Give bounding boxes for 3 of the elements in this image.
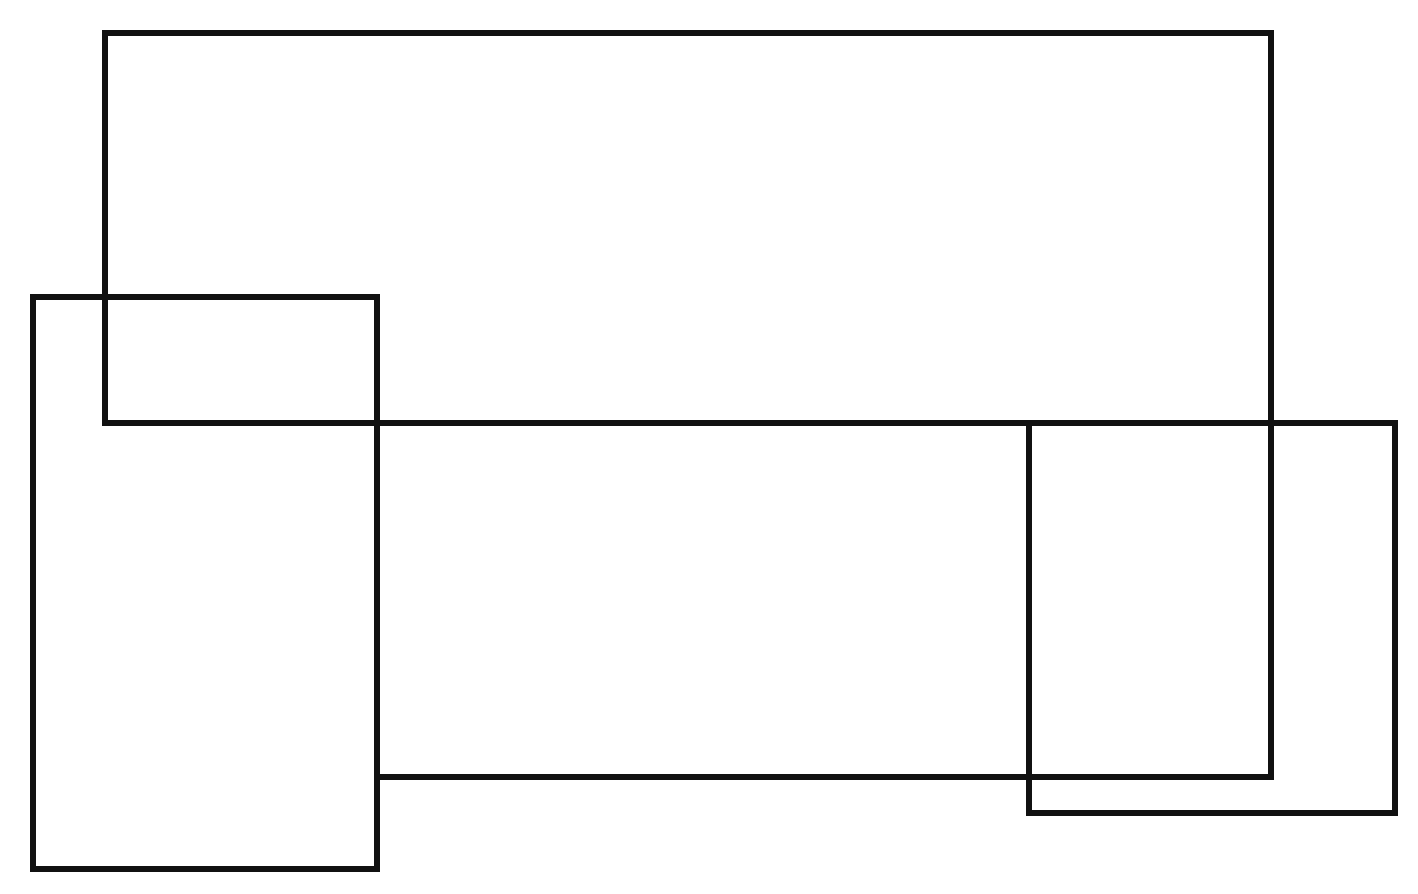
rectangle-outline bbox=[1026, 420, 1398, 815]
rectangle-outline bbox=[30, 294, 379, 872]
rectangle-outline bbox=[102, 30, 1273, 426]
